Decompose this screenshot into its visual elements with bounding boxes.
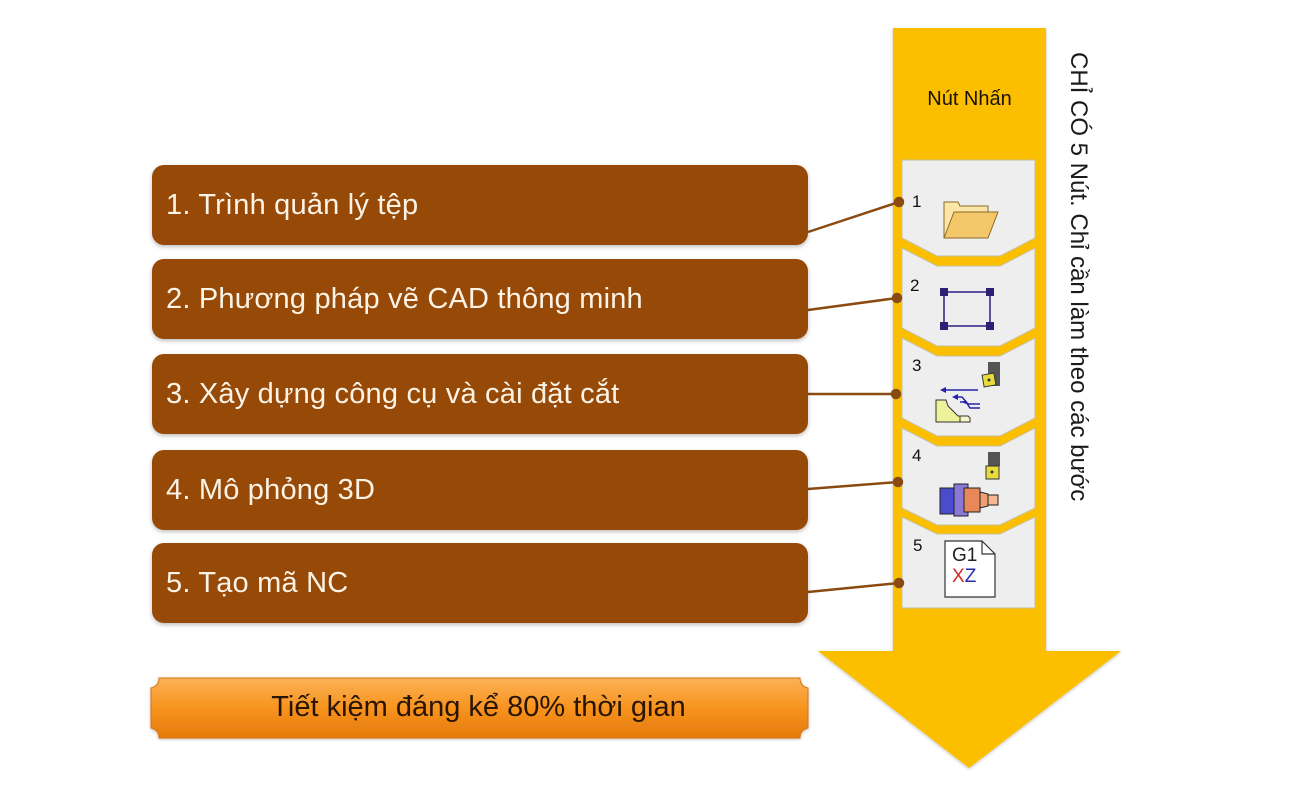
step-label: 2. Phương pháp vẽ CAD thông minh [166, 282, 643, 315]
step-box-cad-drawing: 2. Phương pháp vẽ CAD thông minh [152, 259, 808, 339]
connector-lines [807, 196, 905, 594]
step-box-nc-code: 5. Tạo mã NC [152, 543, 808, 623]
tool-cutting-setup-icon[interactable] [934, 360, 1006, 426]
step-label: 5. Tạo mã NC [166, 566, 349, 599]
button-number-5: 5 [913, 536, 923, 555]
step-label: 3. Xây dựng công cụ và cài đặt cắt [166, 377, 620, 410]
button-number-2: 2 [910, 276, 920, 295]
step-box-3d-simulation: 4. Mô phỏng 3D [152, 450, 808, 530]
step-label: 4. Mô phỏng 3D [166, 473, 376, 506]
step-box-tool-cutting-setup: 3. Xây dựng công cụ và cài đặt cắt [152, 354, 808, 434]
nc-icon-z: Z [964, 566, 977, 587]
folder-icon[interactable] [942, 198, 1000, 240]
savings-banner-text: Tiết kiệm đáng kể 80% thời gian [271, 690, 686, 723]
button-number-3: 3 [912, 356, 922, 375]
3d-simulation-icon[interactable] [936, 450, 1008, 518]
nc-icon-x: X [952, 566, 965, 587]
nc-code-file-icon[interactable]: G1 XZ [944, 540, 996, 598]
button-number-1: 1 [912, 192, 922, 211]
savings-banner-shape [150, 677, 809, 739]
panel-title: Nút Nhấn [927, 88, 1012, 110]
side-note: CHỈ CÓ 5 Nút. Chỉ cần làm theo các bước [1065, 52, 1092, 502]
step-label: 1. Trình quản lý tệp [166, 188, 419, 221]
cad-rectangle-icon[interactable] [938, 286, 996, 332]
step-box-file-manager: 1. Trình quản lý tệp [152, 165, 808, 245]
nc-icon-g1: G1 [952, 545, 978, 566]
button-number-4: 4 [912, 446, 922, 465]
savings-banner: Tiết kiệm đáng kể 80% thời gian [149, 676, 808, 738]
